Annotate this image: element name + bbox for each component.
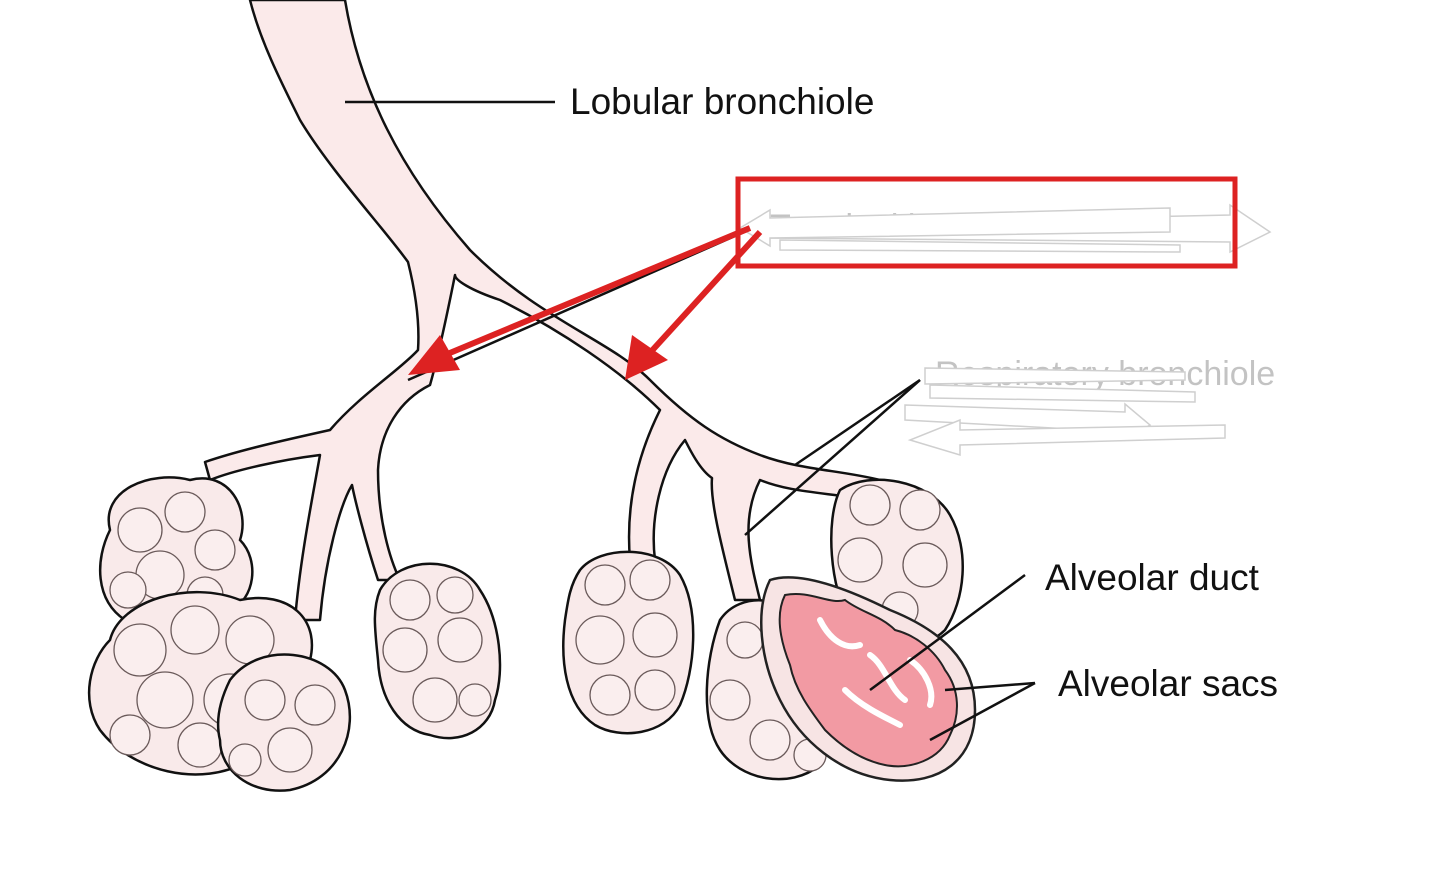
alveolar-cluster-center-right (562, 550, 695, 735)
red-arrow-right (625, 229, 763, 380)
alveolar-cluster-left-middle (373, 562, 502, 740)
leader-respiratory-bronchiole-b (744, 379, 921, 536)
label-alveolar-sacs: Alveolar sacs (1058, 663, 1278, 704)
leader-alveolar-sacs-b (929, 681, 1036, 742)
obscured-terminal-bronchiole-label: Terminal bronchiole (738, 203, 1272, 254)
obscured-respiratory-bronchiole-label: Respiratory bronchiole (904, 355, 1275, 457)
alveolar-cluster-left-lower (216, 653, 352, 792)
alveolar-cut-section (760, 576, 977, 782)
leader-alveolar-duct (869, 573, 1026, 692)
leader-respiratory-bronchiole-a (794, 378, 921, 467)
white-arrow-icon (907, 418, 1226, 457)
label-lobular-bronchiole: Lobular bronchiole (570, 81, 874, 122)
arrowhead-icon (408, 335, 460, 375)
red-arrow-left (408, 225, 752, 375)
arrowhead-icon (625, 335, 668, 380)
label-alveolar-duct: Alveolar duct (1045, 557, 1260, 598)
white-arrow-icon (924, 367, 1186, 385)
white-arrow-icon (929, 384, 1196, 403)
highlight-box (735, 176, 1238, 269)
leader-alveolar-sacs-a (944, 681, 1036, 692)
